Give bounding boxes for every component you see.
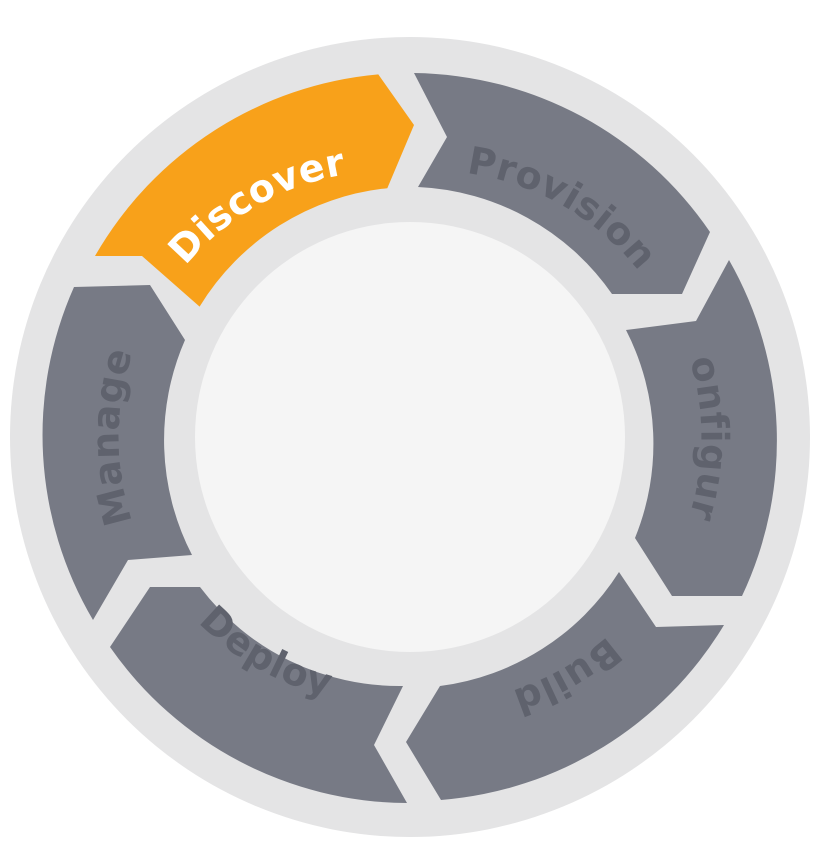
inner-circle [195,222,625,652]
segment-provision[interactable] [414,73,710,294]
segment-manage[interactable] [42,285,192,620]
segment-configure[interactable] [626,260,777,596]
segment-deploy[interactable] [110,587,407,803]
segment-build[interactable] [406,572,724,800]
segment-discover[interactable] [95,74,414,307]
